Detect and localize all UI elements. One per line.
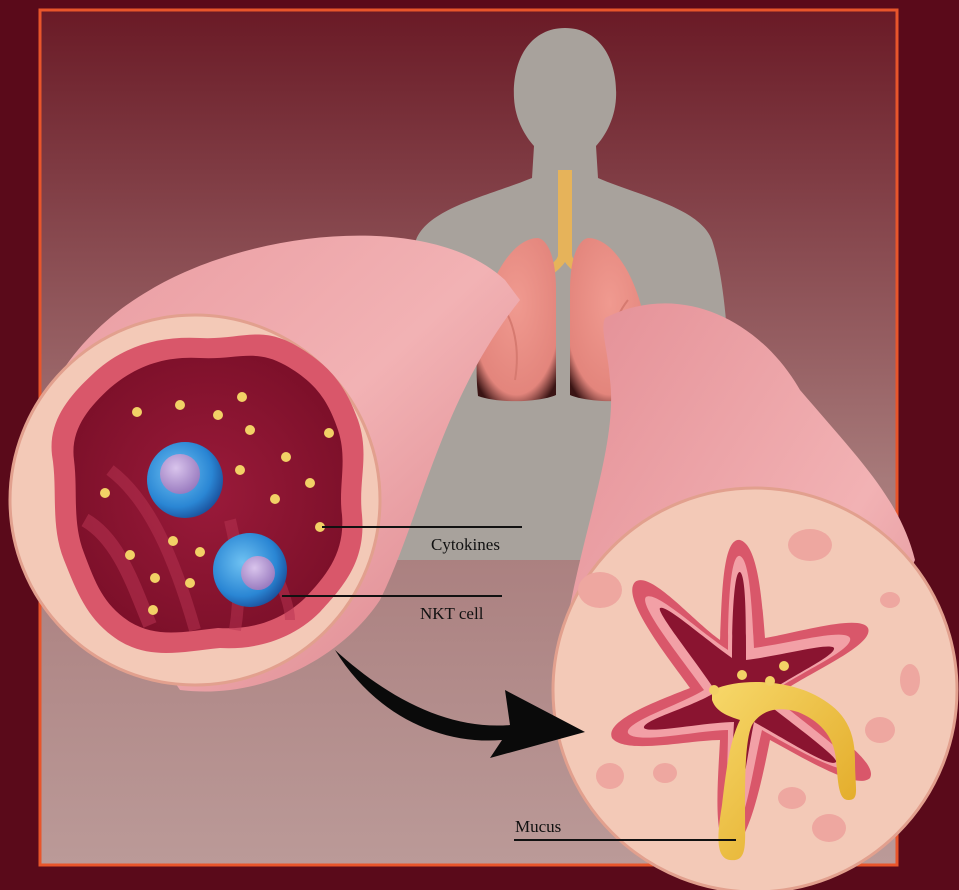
cytokine-dot xyxy=(237,392,247,402)
cytokine-dot xyxy=(150,573,160,583)
cytokine-dot xyxy=(132,407,142,417)
cytokine-dot xyxy=(185,578,195,588)
nkt-cell-label: NKT cell xyxy=(420,604,483,624)
nkt-cell xyxy=(213,533,287,607)
cytokine-dot xyxy=(235,465,245,475)
nkt-cell xyxy=(147,442,223,518)
cytokine-dot xyxy=(324,428,334,438)
airway-cross-section-constricted xyxy=(553,488,957,890)
cytokine-dot xyxy=(305,478,315,488)
cytokine-dot xyxy=(709,685,719,695)
cytokine-dot xyxy=(213,410,223,420)
cytokine-dot xyxy=(281,452,291,462)
cytokine-dot xyxy=(148,605,158,615)
cytokine-dot xyxy=(125,550,135,560)
cytokine-dot xyxy=(175,400,185,410)
cytokine-dot xyxy=(270,494,280,504)
cytokine-dot xyxy=(779,661,789,671)
cytokine-dot xyxy=(100,488,110,498)
cytokine-dot xyxy=(737,670,747,680)
cytokine-dot xyxy=(765,676,775,686)
mucus-label: Mucus xyxy=(515,817,561,837)
cytokine-dot xyxy=(195,547,205,557)
cytokine-dot xyxy=(245,425,255,435)
cytokine-dot xyxy=(168,536,178,546)
cytokines-label: Cytokines xyxy=(431,535,500,555)
